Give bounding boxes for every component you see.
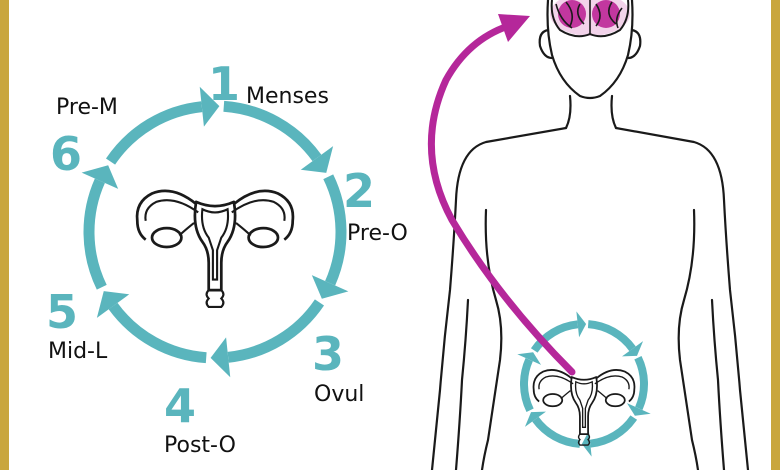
phase-5-label: Mid-L [48, 339, 108, 364]
pelvic-cycle-segment [587, 320, 636, 352]
cycle-segment [105, 101, 203, 165]
cycle-arrowhead [199, 86, 220, 127]
cycle-segment [83, 178, 107, 290]
phase-1-label: Menses [246, 84, 329, 109]
phase-6-number: 6 [50, 127, 82, 181]
phase-3-label: Ovul [314, 382, 364, 407]
phase-5-number: 5 [46, 285, 78, 339]
phase-2-number: 2 [343, 164, 375, 218]
phase-6-label: Pre-M [56, 95, 118, 120]
cycle-arrowhead [81, 165, 119, 189]
phase-4-number: 4 [164, 379, 196, 433]
pelvic-cycle-arrowhead [517, 352, 542, 365]
pelvic-cycle-segment [520, 357, 534, 413]
curved-arrow [427, 14, 576, 376]
cycle-arrowhead [210, 337, 231, 378]
human-body-outline [430, 0, 750, 470]
cycle-arrowhead [300, 146, 334, 173]
uterus-icon [135, 189, 295, 309]
pelvic-cycle-arrowhead [622, 341, 644, 357]
pelvic-cycle-arrowhead [524, 411, 546, 427]
phase-2-label: Pre-O [347, 221, 408, 246]
pelvic-cycle-segment [532, 416, 581, 448]
phase-labels: 1 Menses 2 Pre-O 3 Ovul 4 Post-O 5 Mid-L… [46, 57, 408, 458]
pelvic-cycle-segment [589, 415, 638, 448]
cycle-segment [108, 302, 207, 364]
phase-1-number: 1 [208, 57, 240, 111]
pelvic-cycle-arrowhead [626, 403, 651, 416]
cycle-arrowhead [96, 291, 130, 318]
pelvic-cycle-segment [530, 320, 579, 353]
pelvic-cycle-ring [517, 311, 651, 457]
phase-4-label: Post-O [164, 433, 236, 458]
pelvic-cycle-segment [634, 355, 648, 411]
cycle-segment [227, 299, 325, 363]
brain-icon [550, 0, 630, 38]
cycle-ring [81, 86, 349, 378]
cycle-segment [223, 100, 322, 162]
cycle-arrowhead [311, 275, 349, 299]
phase-3-number: 3 [312, 327, 344, 381]
pelvic-cycle-arrowhead [576, 311, 587, 338]
cycle-segment [323, 174, 347, 286]
